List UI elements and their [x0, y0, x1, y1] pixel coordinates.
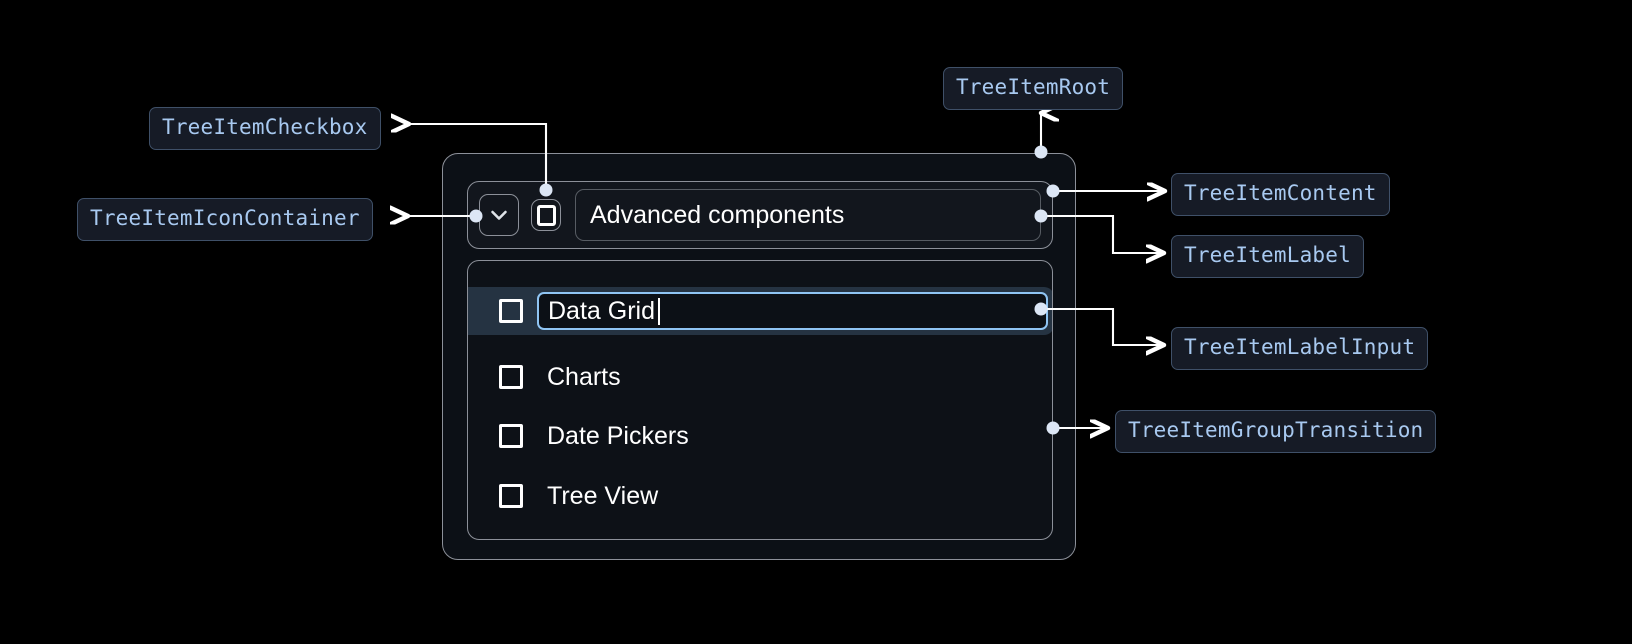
annotation-tree-item-content: TreeItemContent [1171, 173, 1390, 216]
tree-item-row-data-grid[interactable]: Data Grid [468, 287, 1052, 335]
chevron-down-icon [487, 203, 511, 227]
tree-item-checkbox[interactable] [499, 299, 523, 323]
annotation-tree-item-root: TreeItemRoot [943, 67, 1124, 110]
tree-item-row-tree-view[interactable]: Tree View [499, 472, 1052, 520]
annotation-tree-item-label-input: TreeItemLabelInput [1171, 327, 1429, 370]
tree-item-label-input[interactable]: Data Grid [537, 292, 1048, 330]
tree-item-label-text: Advanced components [590, 200, 845, 229]
annotation-tree-item-icon-container: TreeItemIconContainer [77, 198, 373, 241]
tree-item-checkbox[interactable] [499, 484, 523, 508]
tree-item-row-charts[interactable]: Charts [499, 353, 1052, 401]
tree-item-checkbox[interactable] [499, 365, 523, 389]
text-caret [657, 297, 660, 325]
tree-item-label[interactable]: Tree View [547, 481, 659, 510]
tree-item-label[interactable]: Advanced components [575, 189, 1041, 241]
label-input-value: Data Grid [548, 296, 655, 325]
tree-item-label[interactable]: Charts [547, 362, 621, 391]
annotation-tree-item-checkbox: TreeItemCheckbox [149, 107, 381, 150]
tree-item-content[interactable]: Advanced components [467, 181, 1053, 249]
tree-item-icon-container[interactable] [479, 194, 519, 236]
checkbox-box-icon [536, 204, 556, 226]
tree-item-checkbox[interactable] [499, 424, 523, 448]
tree-item-root[interactable]: Advanced components Data Grid Charts Dat… [442, 153, 1076, 560]
annotation-tree-item-group-transition: TreeItemGroupTransition [1115, 410, 1437, 453]
tree-item-row-date-pickers[interactable]: Date Pickers [499, 412, 1052, 460]
tree-item-checkbox[interactable] [531, 199, 561, 231]
tree-item-label[interactable]: Date Pickers [547, 421, 689, 450]
tree-item-group-transition: Data Grid Charts Date Pickers Tree View [467, 260, 1053, 540]
annotation-tree-item-label: TreeItemLabel [1171, 235, 1364, 278]
